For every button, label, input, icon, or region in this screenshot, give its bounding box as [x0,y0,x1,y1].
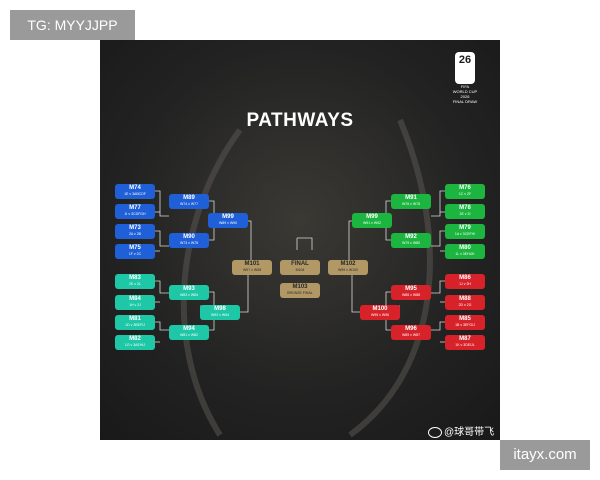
logo-line4: FINAL DRAW [452,99,478,104]
bracket-lines [155,118,445,438]
fifa-world-cup-logo: 26 FIFA WORLD CUP 2026 FINAL DRAW [449,52,481,112]
logo-line1: FIFA [460,84,470,89]
source-handle: @球哥带飞 [444,427,495,438]
source-credit: @球哥带飞 [428,423,494,438]
poster-title: PATHWAYS [246,110,354,131]
logo-number: 26 [455,52,475,84]
pathways-poster: 26 FIFA WORLD CUP 2026 FINAL DRAW PATHWA… [100,40,500,440]
watermark-top-left: TG: MYYJJPP [10,10,135,40]
logo-line3: 2026 [460,94,470,99]
weibo-icon [428,426,442,438]
logo-line2: WORLD CUP [452,89,478,94]
watermark-bottom-right: itayx.com [500,440,590,470]
